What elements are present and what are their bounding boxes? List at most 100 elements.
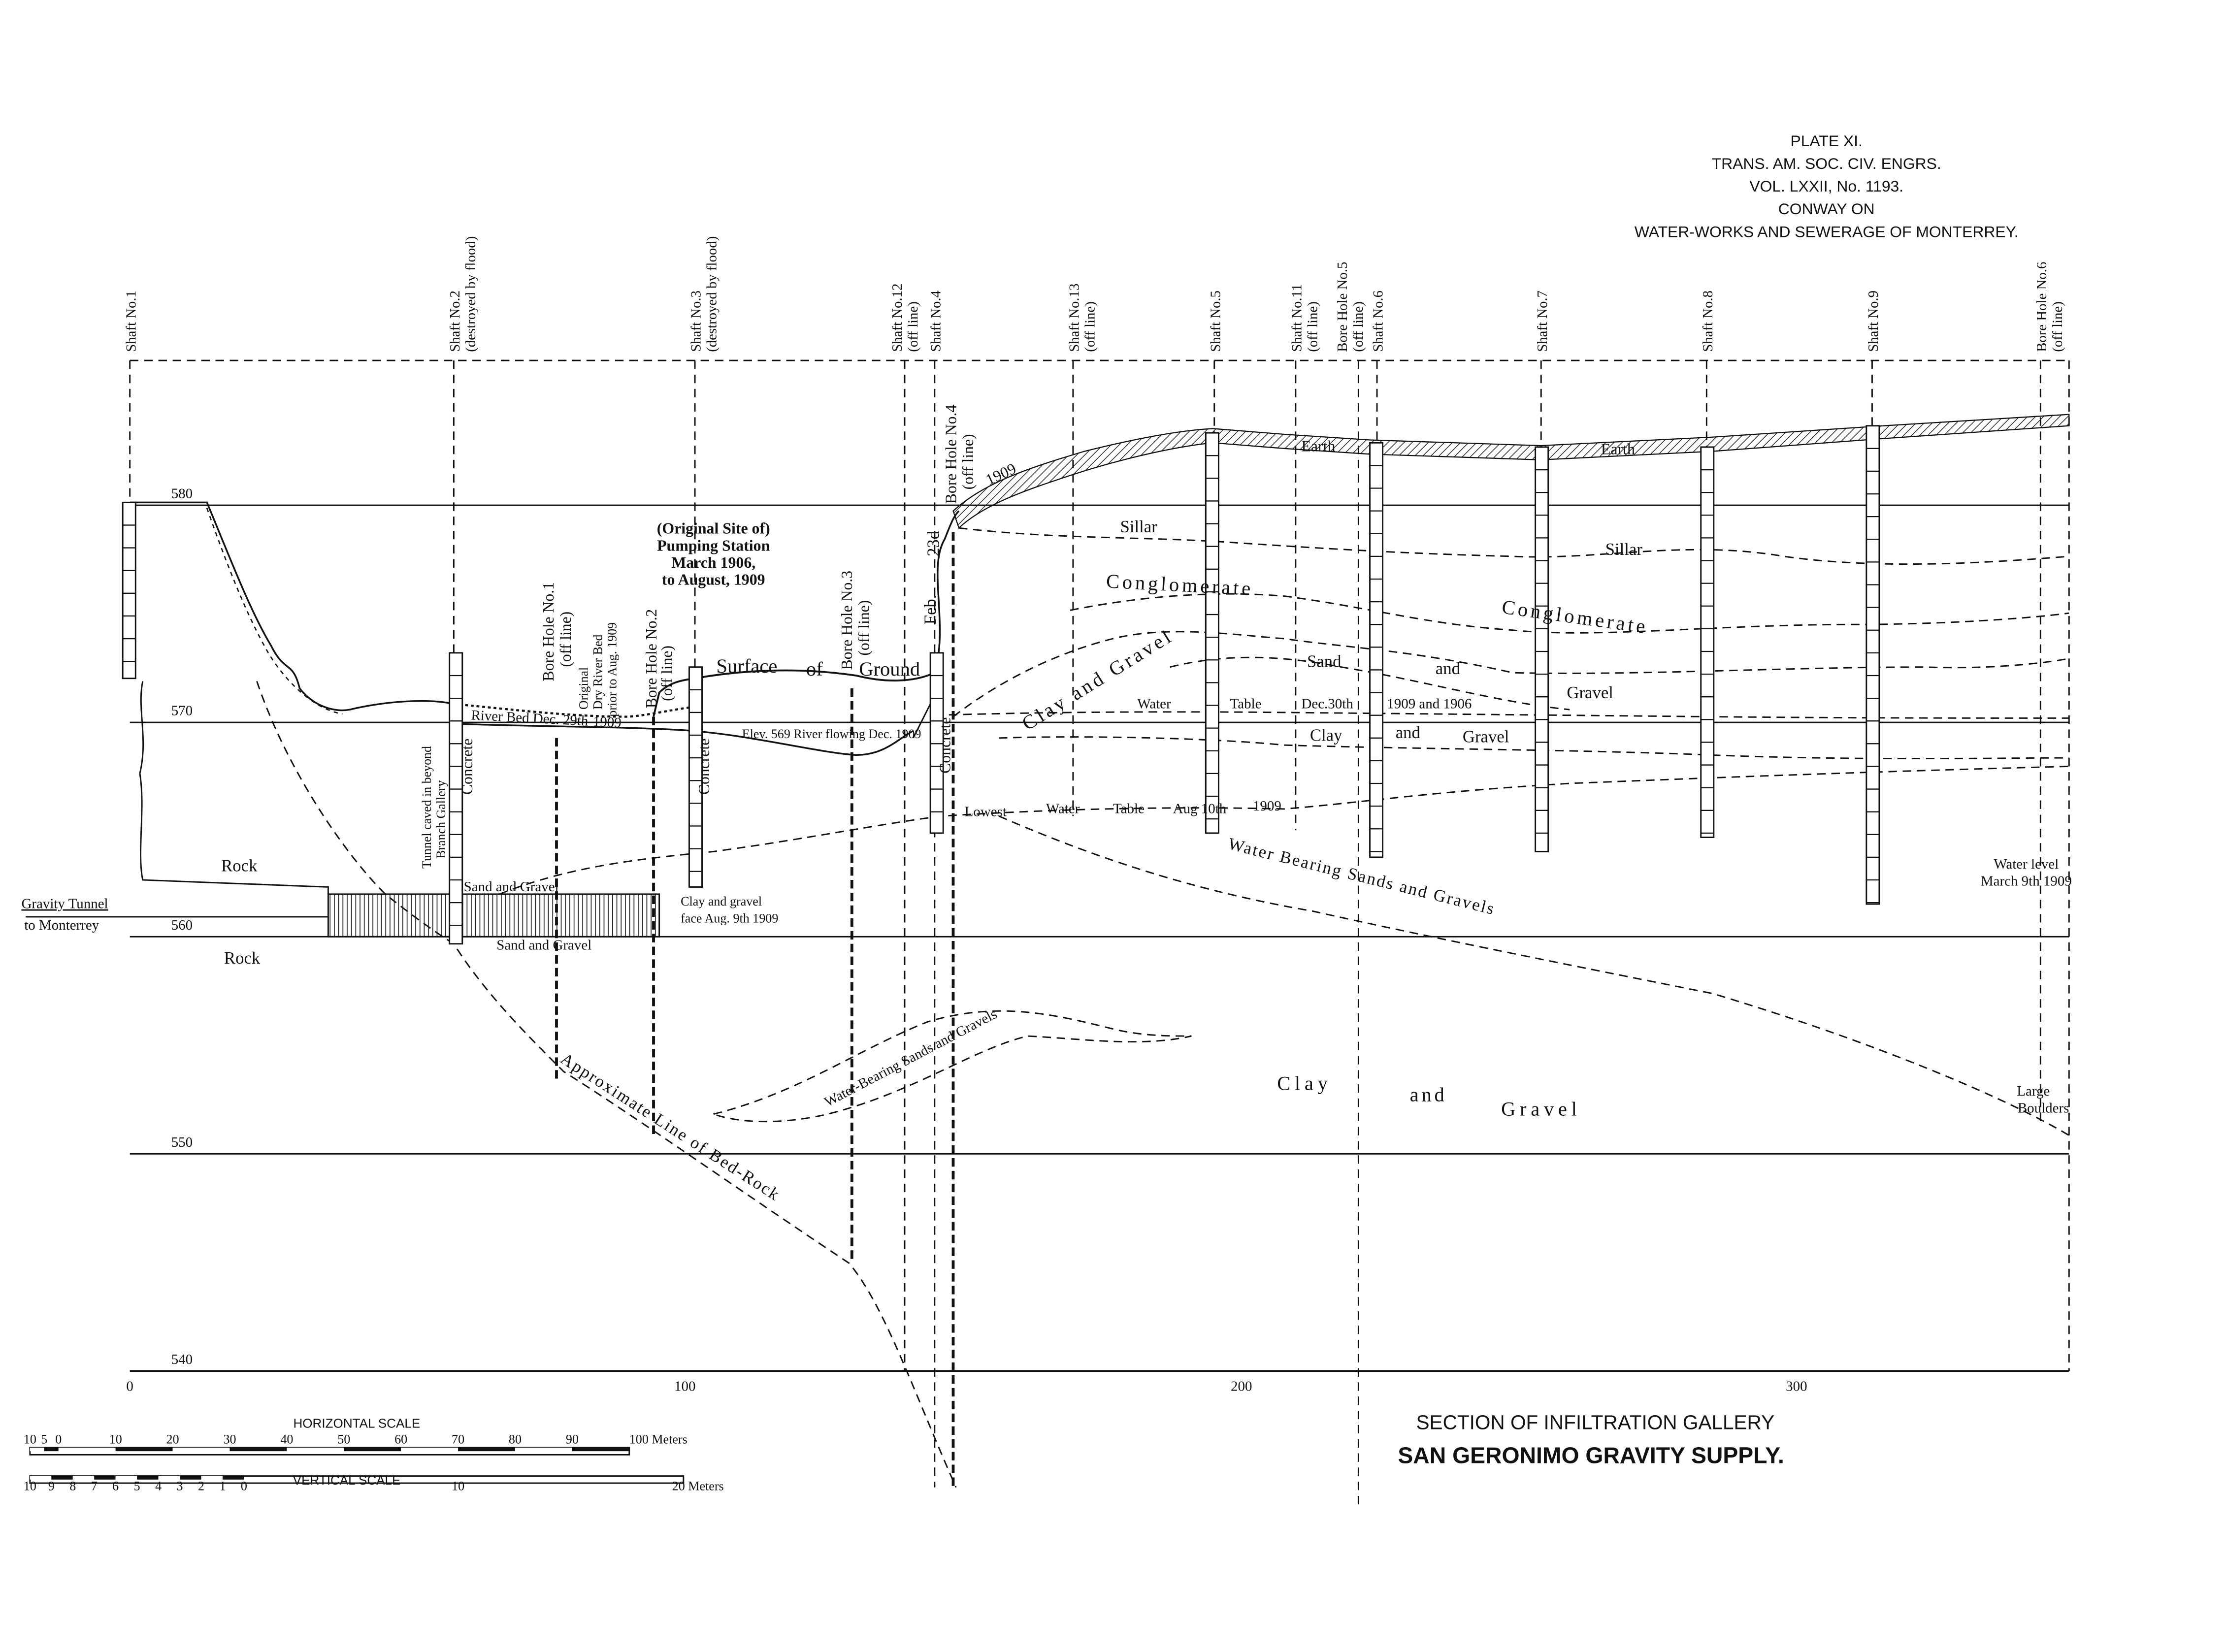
section-title: SECTION OF INFILTRATION GALLERY SAN GERO… — [1398, 1411, 1784, 1468]
paper-title: WATER-WORKS AND SEWERAGE OF MONTERREY. — [1635, 223, 2019, 240]
water-bearing-lens — [713, 1010, 1192, 1123]
sand-and-gravel-label: Sand and Gravel — [464, 879, 559, 895]
clay-gravel-boundary — [999, 736, 2069, 760]
shaft-columns — [122, 425, 1880, 1488]
clay-lower-label: Clay — [1277, 1072, 1332, 1095]
vertical-scale-tick: 8 — [69, 1479, 76, 1493]
shaft-label: Bore Hole No.6 — [2034, 262, 2050, 352]
shaft-label: Shaft No.1 — [123, 291, 139, 352]
water-table-label: 1909 and 1906 — [1387, 696, 1472, 712]
vertical-scale-tick: 3 — [177, 1479, 183, 1493]
concrete-label-shaft-3: Concrete — [695, 739, 713, 795]
bore-hole-4-label: Bore Hole No.4 — [942, 405, 959, 504]
horizontal-scale-segment — [115, 1447, 173, 1452]
concrete-label-shaft-4: Concrete — [937, 717, 954, 773]
horizontal-scale-tick: 30 — [223, 1432, 236, 1446]
shaft-column — [1700, 446, 1715, 838]
river-flowing-line — [457, 723, 914, 756]
water-bearing-label: Water Bearing Sands and Gravels — [1226, 835, 1498, 919]
clay-face-label: Clay and gravel — [681, 894, 762, 908]
shaft-note: (destroyed by flood) — [463, 236, 479, 352]
shaft-column — [1866, 425, 1880, 905]
vertical-scale-segment — [180, 1476, 201, 1480]
clay-face-label: face Aug. 9th 1909 — [681, 911, 778, 926]
bore-hole-1-note: (off line) — [557, 612, 574, 667]
horizontal-scale-segment — [58, 1447, 116, 1452]
elevation-label: 560 — [171, 917, 193, 933]
shaft-label: Shaft No.12 — [889, 284, 905, 352]
horizontal-scale-tick: 70 — [452, 1432, 464, 1446]
lowest-water-table-label: 1909 — [1253, 798, 1281, 814]
lowest-water-table-label: Aug 10th — [1173, 801, 1227, 817]
large-boulders-label: Boulders — [2018, 1101, 2069, 1116]
elevation-label: 570 — [171, 703, 193, 719]
distance-label: 0 — [126, 1379, 133, 1394]
water-bearing-lower-boundary — [998, 815, 2070, 1136]
bore-hole-4-note: (off line) — [959, 434, 977, 489]
gravel-lower-label: Gravel — [1501, 1098, 1581, 1120]
tunnel-caved-label: Tunnel caved in beyond — [420, 746, 434, 869]
horizontal-scale-segment — [572, 1447, 629, 1452]
shaft-column — [1535, 446, 1549, 852]
shaft-label: Shaft No.2 — [447, 291, 463, 352]
surface-label: Surface — [717, 655, 778, 677]
horizontal-scale-segment — [515, 1447, 572, 1452]
vertical-scale-tick: 10 — [24, 1479, 36, 1493]
section-title-line1: SECTION OF INFILTRATION GALLERY — [1416, 1411, 1775, 1434]
rock-boundary — [139, 681, 329, 894]
bore-hole-2-label: Bore Hole No.2 — [643, 609, 660, 709]
horizontal-scale-tick: 20 — [166, 1432, 179, 1446]
vertical-scale-tick: 9 — [48, 1479, 55, 1493]
water-bearing-lower-label: Water-Bearing Sands and Gravels — [822, 1006, 1000, 1110]
bore-hole-1-label: Bore Hole No.1 — [540, 582, 557, 681]
river-flowing-label: Elev. 569 River flowing Dec. 1909 — [742, 727, 921, 741]
river-bed-label: River Bed Dec. 29th-1909 — [471, 707, 622, 731]
rock-label: Rock — [224, 949, 261, 968]
bed-rock-label: Approximate Line of Bed-Rock — [557, 1049, 784, 1205]
vertical-scale-segment — [72, 1476, 95, 1480]
23d-label: 23d — [924, 531, 943, 556]
lowest-water-table-label: Lowest — [965, 804, 1007, 819]
lowest-water-table-label: Table — [1113, 801, 1145, 817]
horizontal-scale-tick: 40 — [280, 1432, 293, 1446]
vertical-scale-tick: 6 — [112, 1479, 119, 1493]
clay-and-gravel-diag-label: Clay and Gravel — [1018, 624, 1177, 735]
shaft-labels: Shaft No.1 Shaft No.2(destroyed by flood)… — [123, 236, 2065, 352]
concrete-label-shaft-2: Concrete — [458, 739, 476, 795]
horizontal-scale-tick: 0 — [55, 1432, 62, 1446]
shaft-label: Shaft No.7 — [1535, 291, 1550, 352]
horizontal-scale-tick: 5 — [41, 1432, 47, 1446]
vertical-scale-segment — [223, 1476, 244, 1480]
dry-bed-label: Dry River Bed — [591, 634, 605, 710]
water-level-label: Water level — [1994, 856, 2059, 872]
clay-label: Clay — [1310, 726, 1342, 745]
shaft-label: Shaft No.13 — [1066, 284, 1082, 352]
dry-bed-label: Original — [577, 667, 591, 710]
shaft-label: Shaft No.9 — [1866, 291, 1881, 352]
shaft-label: Shaft No.4 — [928, 291, 944, 352]
large-boulders-label: Large — [2017, 1083, 2050, 1099]
horizontal-scale-tick: 100 Meters — [629, 1432, 687, 1446]
horizontal-scale-segment — [458, 1447, 515, 1452]
vertical-scale-tick: 20 Meters — [672, 1479, 724, 1493]
vertical-scale-tick: 7 — [91, 1479, 98, 1493]
water-table-label: Water — [1137, 696, 1171, 712]
bore-hole-2-note: (off line) — [658, 646, 676, 701]
horizontal-scale-tick: 10 — [109, 1432, 122, 1446]
sand-gravel-lens — [1170, 656, 1570, 711]
sand-and-gravel-label: Sand and Gravel — [496, 937, 591, 953]
vertical-scale-tick: 2 — [198, 1479, 204, 1493]
volume: VOL. LXXII, No. 1193. — [1749, 177, 1903, 195]
earth-label: Earth — [1601, 440, 1635, 457]
dry-bed-label: prior to Aug. 1909 — [605, 622, 620, 717]
and-lower-label: and — [1410, 1084, 1447, 1106]
section-title-line2: SAN GERONIMO GRAVITY SUPPLY. — [1398, 1443, 1784, 1468]
shaft-label: Bore Hole No.5 — [1335, 262, 1350, 352]
author: CONWAY ON — [1778, 200, 1875, 218]
lowest-water-table-line — [499, 766, 2069, 895]
